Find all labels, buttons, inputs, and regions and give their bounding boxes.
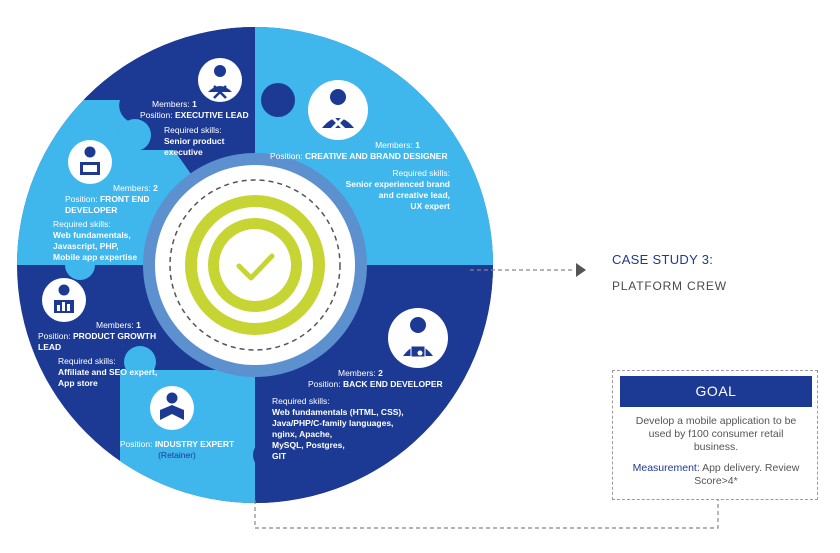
position-label: Position: [65,194,98,204]
skill-line: MySQL, Postgres, [272,440,345,450]
skill-line: executive [164,147,203,157]
position-name: BACK END DEVELOPER [342,379,443,389]
skill-line: nginx, Apache, [272,429,333,439]
position-name: PRODUCT GROWTH LEAD [38,331,157,352]
person-tools-icon [198,58,242,102]
skill-line: GIT [272,451,287,461]
role-industry-expert: Position: INDUSTRY EXPERT (Retainer) [117,439,237,461]
skill-line: Senior product [164,136,225,146]
goal-heading: GOAL [620,376,812,407]
position-name: INDUSTRY EXPERT [154,439,235,449]
members-label: Members: [375,140,413,150]
skills-label: Required skills: [392,168,450,178]
role-executive-lead: Members: 1 Position: EXECUTIVE LEAD Requ… [140,99,260,158]
skill-line: Mobile app expertise [53,252,138,262]
person-settings-icon [388,308,448,368]
position-name: CREATIVE AND BRAND DESIGNER [304,151,448,161]
case-study-title: CASE STUDY 3: [612,252,714,267]
person-book-icon [150,386,194,430]
skill-line: Javascript, PHP, [53,241,119,251]
members-label: Members: [152,99,190,109]
person-x-icon [308,80,368,140]
role-product-growth-lead: Members: 1 Position: PRODUCT GROWTH LEAD… [38,320,178,389]
position-name: EXECUTIVE LEAD [174,110,249,120]
role-front-end-developer: Members: 2 Position: FRONT END DEVELOPER… [53,183,183,263]
skills-label: Required skills: [164,125,222,135]
check-icon [236,253,275,281]
role-creative-designer: Members: 1 Position: CREATIVE AND BRAND … [270,140,450,212]
person-code-icon [68,140,112,184]
measurement-value: App delivery. Review Score>4* [694,462,800,487]
skills-label: Required skills: [53,219,111,229]
skill-line: App store [58,378,98,388]
dashed-ring [169,179,341,351]
connector-bottom [254,500,719,529]
skills-label: Required skills: [58,356,116,366]
skills-label: Required skills: [272,396,330,406]
members-label: Members: [338,368,376,378]
skill-line: UX expert [410,201,450,211]
measurement-label: Measurement: [632,462,700,474]
members-count: 1 [136,320,141,330]
members-label: Members: [113,183,151,193]
goal-description: Develop a mobile application to be used … [635,415,797,453]
members-count: 1 [415,140,420,150]
goal-box [612,370,818,500]
goal-measurement: Measurement: App delivery. Review Score>… [628,462,804,488]
members-count: 1 [192,99,197,109]
skill-line: Senior experienced brand [345,179,450,189]
members-count: 2 [153,183,158,193]
position-label: Position: [140,110,173,120]
skill-line: Web fundamentals, [53,230,131,240]
position-label: Position: [308,379,341,389]
role-back-end-developer: Members: 2 Position: BACK END DEVELOPER … [272,368,462,462]
skill-line: and creative lead, [378,190,450,200]
skill-line: Affiliate and SEO expert, [58,367,158,377]
position-label: Position: [38,331,71,341]
retainer-note: (Retainer) [158,450,196,460]
case-study-subtitle: PLATFORM CREW [612,279,727,293]
person-chart-icon [42,278,86,322]
skill-line: Web fundamentals (HTML, CSS), [272,407,404,417]
members-count: 2 [378,368,383,378]
skill-line: Java/PHP/C-family languages, [272,418,394,428]
position-label: Position: [119,439,153,449]
arrow-head [576,263,586,277]
members-label: Members: [96,320,134,330]
position-name: FRONT END DEVELOPER [65,194,150,215]
position-label: Position: [270,151,303,161]
